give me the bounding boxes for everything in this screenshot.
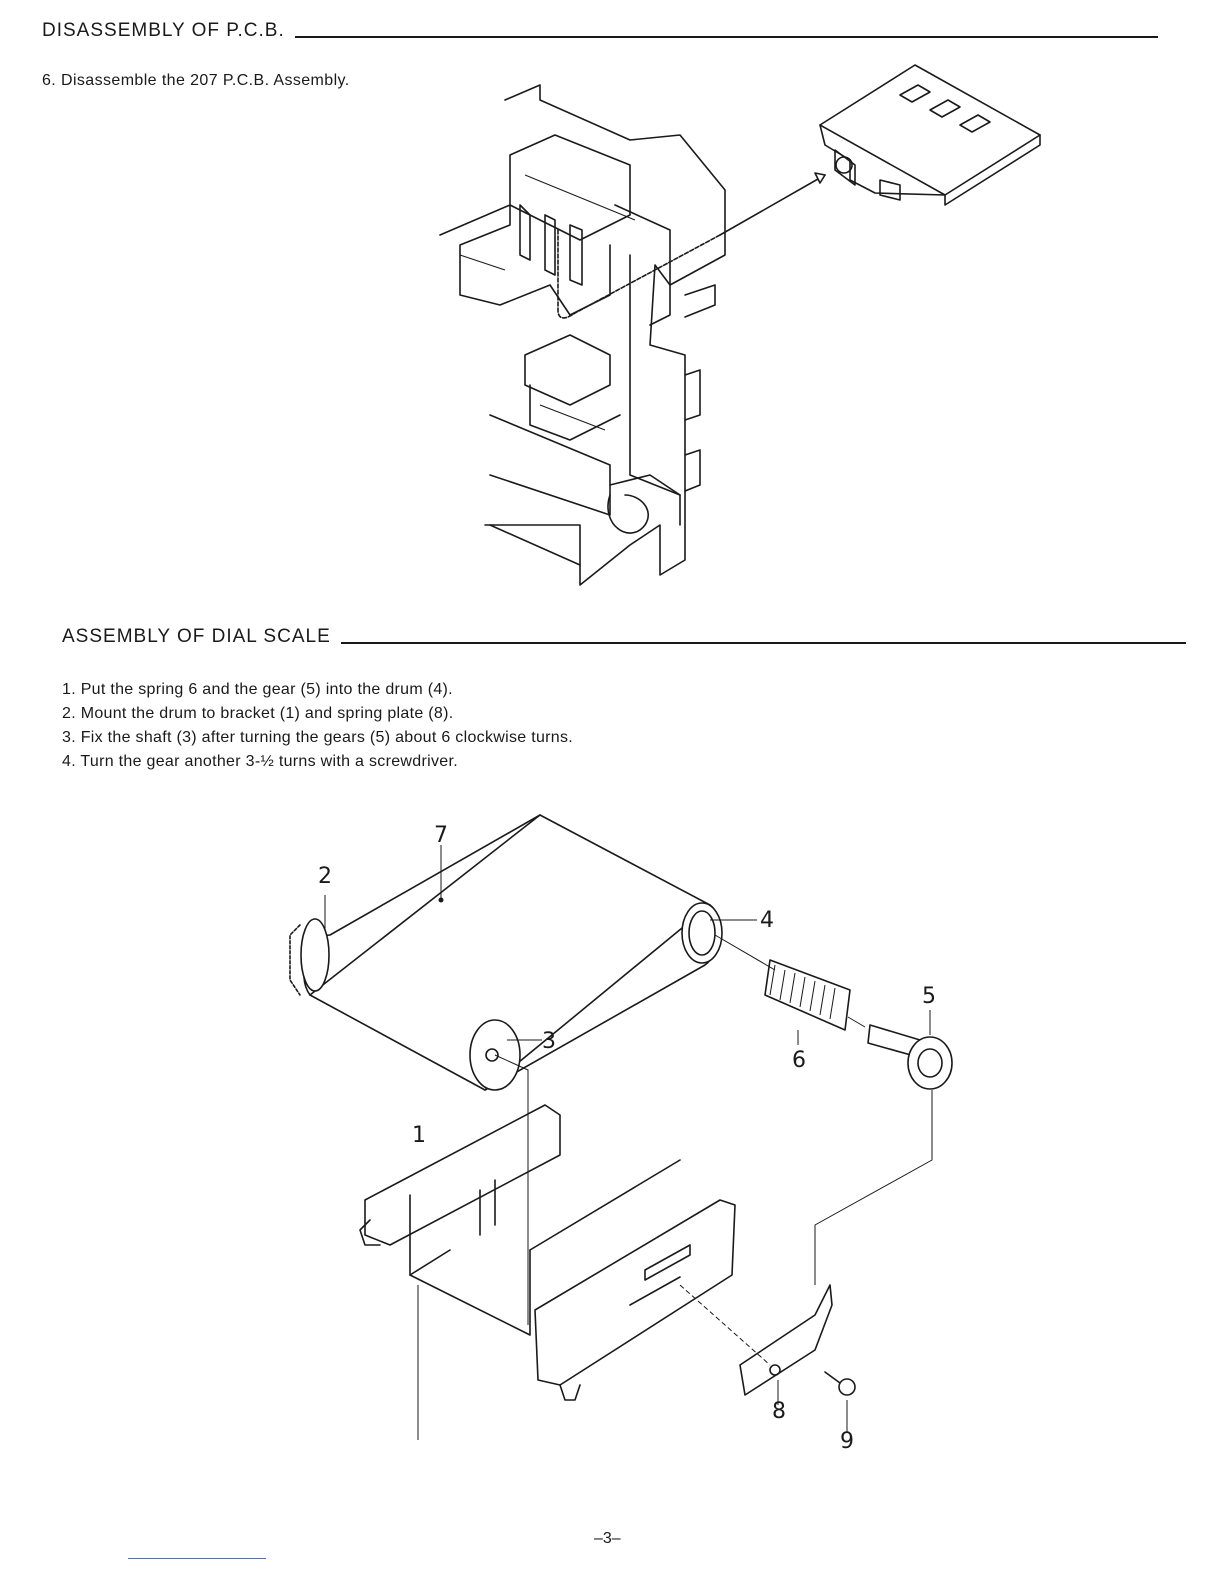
gear-shaft-part [847,1016,953,1090]
callout-1: 1 [412,1123,426,1148]
pcb-disassembly-figure [439,64,1041,586]
connector-wire [557,172,826,319]
dial-steps-list: 1. Put the spring 6 and the gear (5) int… [62,678,573,774]
dial-step: 3. Fix the shaft (3) after turning the g… [62,729,574,746]
callout-8: 8 [772,1399,786,1424]
callout-7: 7 [434,823,448,848]
spring-plate-part [739,1284,833,1396]
callout-3: 3 [542,1029,556,1054]
heading-rule [340,642,1186,644]
dial-scale-exploded-figure: 7 2 4 3 5 6 1 8 9 [289,814,953,1454]
dial-step: 4. Turn the gear another 3-½ turns with … [62,753,458,770]
callout-6: 6 [792,1048,806,1073]
bracket-part [359,1104,736,1401]
section-title-dial: ASSEMBLY OF DIAL SCALE [62,626,331,647]
chassis-frame [439,84,726,586]
pcb-assembly [819,64,1041,206]
spring-part [714,934,851,1031]
pcb-step-text: 6. Disassemble the 207 P.C.B. Assembly. [42,72,350,89]
callout-4: 4 [760,908,774,933]
dial-step: 1. Put the spring 6 and the gear (5) int… [62,681,453,698]
callout-leaders [324,845,931,1440]
dial-step: 2. Mount the drum to bracket (1) and spr… [62,705,454,722]
callout-2: 2 [318,864,332,889]
heading-rule [294,36,1158,38]
assembly-guide-lines [494,1054,933,1366]
callout-9: 9 [840,1429,854,1454]
dial-belt-drum [289,814,723,1091]
callout-5: 5 [922,984,936,1009]
section-heading-pcb: DISASSEMBLY OF P.C.B. [42,20,1158,42]
page-number: –3– [594,1530,621,1547]
section-title-pcb: DISASSEMBLY OF P.C.B. [42,20,285,41]
footer-rule [128,1558,266,1559]
screw-part [824,1371,856,1396]
section-heading-dial: ASSEMBLY OF DIAL SCALE [62,626,1186,648]
